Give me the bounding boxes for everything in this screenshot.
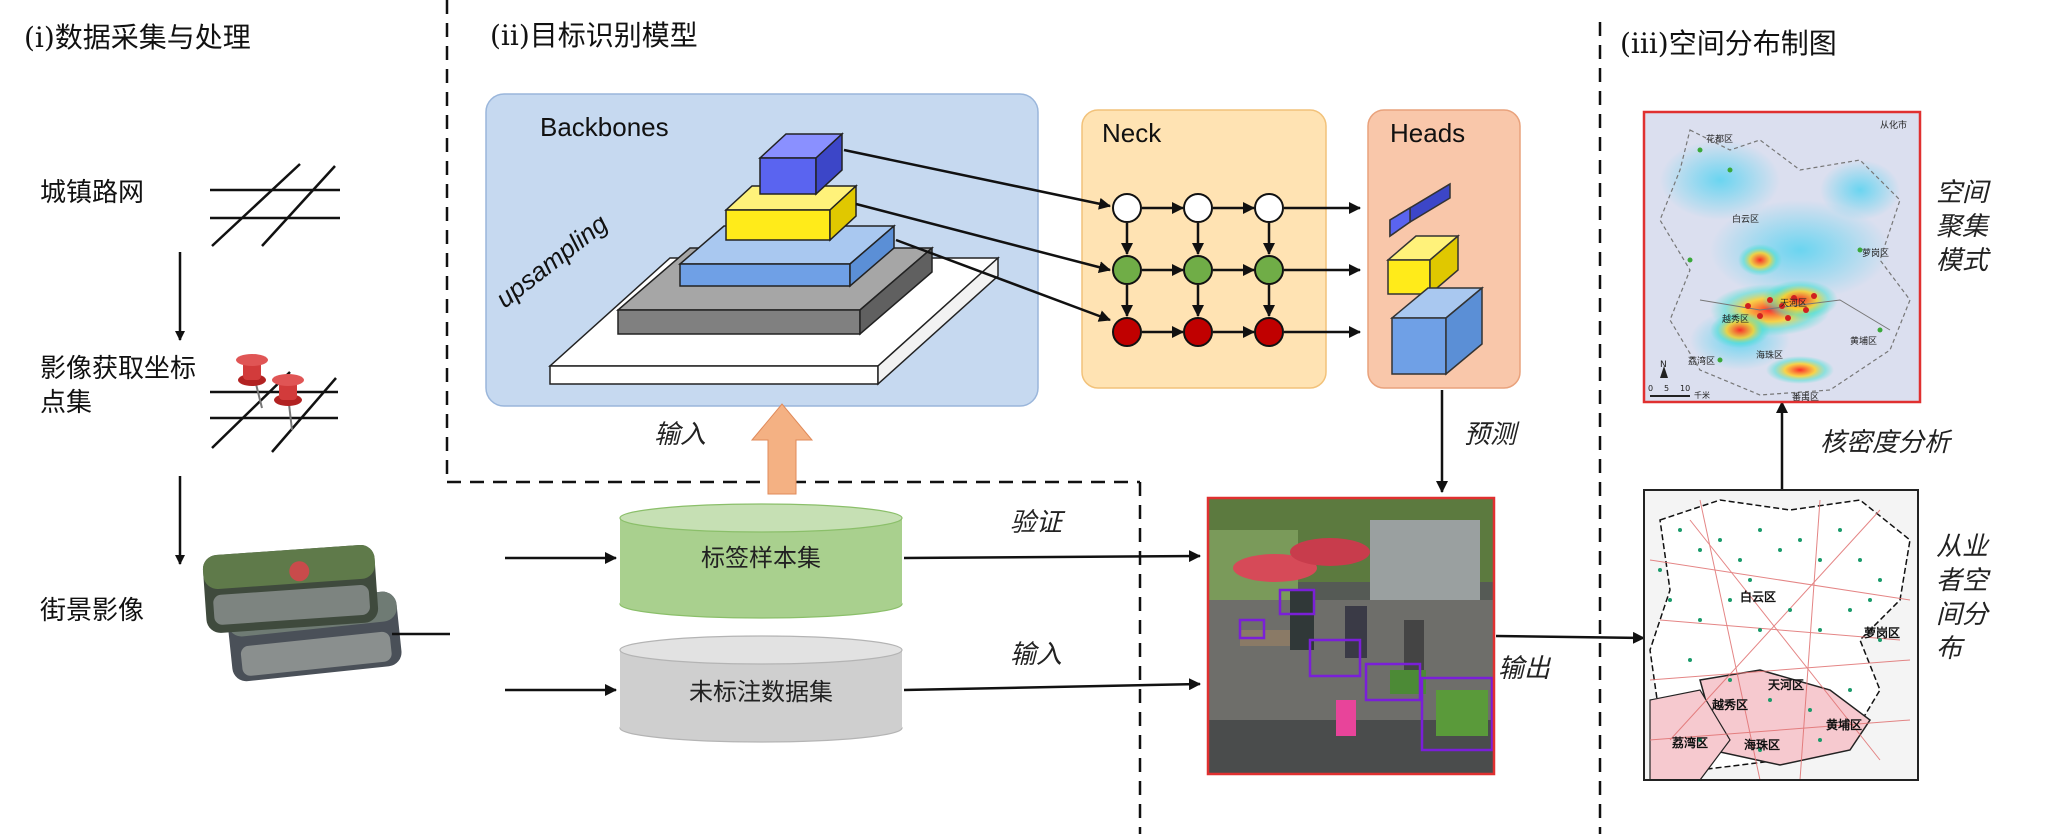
input-data-arrow — [903, 678, 1201, 692]
worker-map-label: 海珠区 — [1744, 738, 1781, 752]
branch-connector — [392, 632, 450, 636]
street-images-label: 街景影像 — [40, 596, 145, 626]
output-label: 输出 — [1498, 654, 1551, 684]
density-map-label: 萝岗区 — [1862, 249, 1890, 259]
density-map-label: 从化市 — [1880, 121, 1908, 131]
north-arrow-label: N — [1660, 360, 1667, 370]
validate-arrow — [903, 550, 1201, 563]
input-model-label: 输入 — [654, 420, 707, 450]
neck-node — [1254, 317, 1284, 347]
density-map-label: 越秀区 — [1722, 315, 1750, 325]
worker-caption: 从业者空间分布 — [1936, 532, 1989, 664]
head-cube-medium — [1385, 234, 1461, 296]
predict-label: 预测 — [1464, 420, 1517, 450]
input-up-arrow — [750, 403, 814, 495]
density-map-label: 番禺区 — [1792, 393, 1820, 403]
pin-icon — [210, 354, 338, 453]
kde-label: 核密度分析 — [1820, 428, 1951, 458]
neck-nodes — [1112, 193, 1284, 347]
output-arrow — [1495, 631, 1645, 644]
labeled-dataset-cylinder — [619, 503, 903, 619]
worker-map-label: 天河区 — [1768, 678, 1805, 692]
neck-node — [1183, 317, 1213, 347]
backbone-to-neck-arrows — [843, 148, 1111, 322]
neck-node — [1254, 255, 1284, 285]
section-title-collection: (i)数据采集与处理 — [24, 21, 251, 54]
input-data-label: 输入 — [1010, 640, 1063, 670]
detection-photo — [1206, 496, 1496, 776]
unlabeled-dataset-cylinder — [619, 635, 903, 743]
density-caption: 空间聚集模式 — [1936, 178, 1989, 276]
neck-node — [1254, 193, 1284, 223]
neck-node — [1112, 193, 1142, 223]
density-map-label: 花都区 — [1706, 135, 1734, 145]
worker-map — [1643, 489, 1919, 781]
pyramid-layer-yellow — [724, 184, 858, 242]
neck-node — [1112, 317, 1142, 347]
neck-node — [1183, 193, 1213, 223]
road-network-label: 城镇路网 — [40, 178, 145, 208]
scale-tick: 0 — [1648, 384, 1654, 393]
worker-map-label: 越秀区 — [1712, 698, 1749, 712]
neck-title: Neck — [1102, 118, 1162, 148]
stage1-graphics — [175, 163, 450, 682]
density-map-label: 黄埔区 — [1850, 337, 1878, 347]
worker-map-label: 萝岗区 — [1864, 626, 1901, 640]
head-cube-small — [1389, 182, 1451, 238]
street-image-thumbnails — [202, 544, 402, 682]
validate-label: 验证 — [1010, 508, 1063, 538]
backbones-title: Backbones — [540, 112, 669, 142]
section-title-model: (ii)目标识别模型 — [490, 19, 698, 52]
coord-points-label: 影像获取坐标点集 — [40, 354, 197, 418]
neck-node — [1183, 255, 1213, 285]
unlabeled-dataset-label: 未标注数据集 — [689, 678, 833, 706]
scale-tick: 5 — [1664, 384, 1670, 393]
scale-unit: 千米 — [1694, 391, 1710, 400]
neck-node — [1112, 255, 1142, 285]
worker-map-label: 白云区 — [1740, 590, 1777, 604]
density-map-label: 天河区 — [1780, 299, 1808, 309]
neck-connections — [1121, 202, 1361, 338]
density-map — [1642, 110, 1922, 404]
worker-map-label: 荔湾区 — [1672, 736, 1709, 750]
density-map-label: 荔湾区 — [1688, 357, 1716, 367]
density-map-label: 白云区 — [1732, 215, 1760, 225]
road-network-icon — [210, 163, 340, 247]
worker-map-label: 黄埔区 — [1826, 718, 1863, 732]
pyramid-layer-blue — [758, 132, 844, 196]
density-map-label: 海珠区 — [1756, 351, 1784, 361]
head-cube-large — [1389, 286, 1485, 376]
section-title-mapping: (iii)空间分布制图 — [1620, 27, 1837, 60]
heads-title: Heads — [1390, 118, 1466, 148]
scale-tick: 10 — [1680, 384, 1691, 393]
labeled-dataset-label: 标签样本集 — [701, 544, 821, 572]
